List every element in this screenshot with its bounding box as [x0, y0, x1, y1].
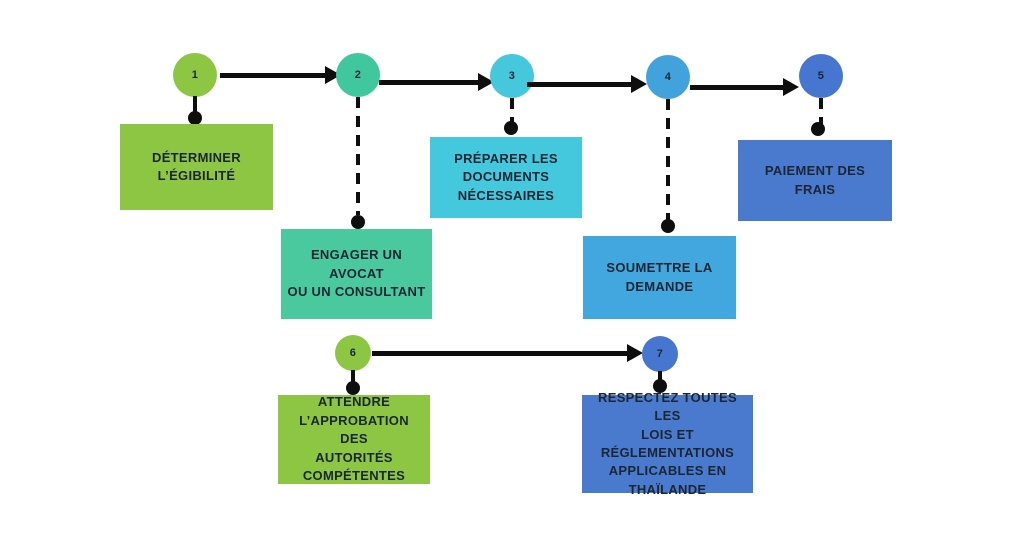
step-6-label: ATTENDRE L’APPROBATION DES AUTORITÉS COM…	[299, 394, 409, 484]
step-2-circle: 2	[336, 53, 380, 97]
step-4-label: SOUMETTRE LA DEMANDE	[606, 260, 713, 294]
step-6-circle: 6	[335, 335, 371, 371]
step-3-label: PRÉPARER LES DOCUMENTS NÉCESSAIRES	[454, 150, 558, 203]
arrow-6-to-7	[372, 344, 643, 362]
step-6-connector-dot	[346, 381, 360, 395]
step-7-circle: 7	[642, 336, 678, 372]
step-1-connector-dot	[188, 111, 202, 125]
step-5-box: PAIEMENT DES FRAIS	[738, 140, 892, 221]
arrow-head-icon	[783, 78, 799, 96]
step-5-connector-dot	[811, 122, 825, 136]
step-4-connector-dot	[661, 219, 675, 233]
step-6-number: 6	[349, 347, 357, 359]
step-5-connector-line	[819, 98, 823, 124]
step-1-number: 1	[191, 69, 199, 81]
step-2-box: ENGAGER UN AVOCAT OU UN CONSULTANT	[281, 229, 432, 319]
arrow-2-to-3	[379, 73, 494, 91]
step-7-number: 7	[656, 348, 664, 360]
step-5-number: 5	[817, 70, 825, 82]
step-3-number: 3	[508, 70, 516, 82]
step-3-connector-line	[510, 98, 514, 122]
arrow-head-icon	[627, 344, 643, 362]
step-2-connector-dot	[351, 215, 365, 229]
arrow-4-to-5	[690, 78, 799, 96]
arrow-line	[527, 81, 631, 87]
step-6-box: ATTENDRE L’APPROBATION DES AUTORITÉS COM…	[278, 394, 430, 484]
step-4-number: 4	[664, 71, 672, 83]
arrow-head-icon	[631, 75, 647, 93]
step-3-box: PRÉPARER LES DOCUMENTS NÉCESSAIRES	[430, 137, 582, 218]
step-5-label: PAIEMENT DES FRAIS	[764, 163, 866, 197]
step-7-connector-dot	[653, 379, 667, 393]
step-5-circle: 5	[799, 54, 843, 98]
arrow-line	[220, 72, 325, 78]
step-2-number: 2	[354, 69, 362, 81]
arrow-line	[690, 84, 783, 90]
step-1-circle: 1	[173, 53, 217, 97]
step-3-circle: 3	[490, 54, 534, 98]
step-3-connector-dot	[504, 121, 518, 135]
step-7-label: RESPECTEZ TOUTES LES LOIS ET RÉGLEMENTAT…	[598, 389, 737, 497]
step-2-label: ENGAGER UN AVOCAT OU UN CONSULTANT	[287, 247, 426, 300]
step-1-box: DÉTERMINER L’ÉGIBILITÉ	[120, 124, 273, 210]
step-7-box: RESPECTEZ TOUTES LES LOIS ET RÉGLEMENTAT…	[582, 390, 753, 497]
step-6-connector-line	[351, 370, 355, 383]
arrow-3-to-4	[527, 75, 647, 93]
step-4-circle: 4	[646, 55, 690, 99]
step-4-box: SOUMETTRE LA DEMANDE	[583, 236, 736, 319]
step-4-connector-line	[666, 99, 670, 220]
arrow-line	[372, 350, 627, 356]
arrow-1-to-2	[220, 66, 341, 84]
step-2-connector-line	[356, 97, 360, 215]
step-7-connector-line	[658, 371, 662, 381]
step-1-label: DÉTERMINER L’ÉGIBILITÉ	[152, 149, 241, 183]
arrow-line	[379, 79, 478, 85]
step-1-connector-line	[193, 96, 197, 112]
